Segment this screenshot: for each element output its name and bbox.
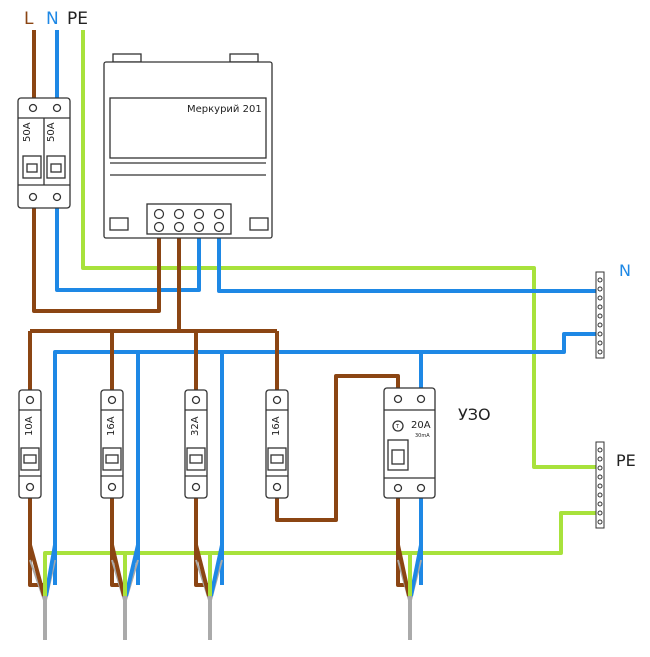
group-breaker-2 bbox=[100, 389, 124, 499]
n-bus-label: N bbox=[619, 261, 631, 280]
rcd-label: УЗО bbox=[458, 405, 491, 424]
n-wire-bus-to-loads bbox=[53, 332, 600, 585]
group-breaker-4-rating: 16A bbox=[271, 416, 282, 436]
main-breaker-rating-1: 50A bbox=[22, 122, 33, 142]
group-breaker-2-rating: 16A bbox=[106, 416, 117, 436]
meter-model: Меркурий 201 bbox=[187, 104, 262, 115]
rcd-rating: 20A bbox=[411, 420, 431, 431]
n-wire-meter-to-bus bbox=[217, 228, 600, 293]
pe-wire-supply bbox=[81, 30, 600, 469]
n-bus-bar bbox=[595, 271, 605, 359]
label-n: N bbox=[46, 9, 59, 29]
rcd-test-button bbox=[392, 420, 404, 432]
group-breaker-1 bbox=[18, 389, 42, 499]
meter-terminals bbox=[153, 208, 225, 233]
group-breaker-4 bbox=[265, 389, 289, 499]
group-breaker-3-rating: 32A bbox=[190, 416, 201, 436]
pe-bus-label: PE bbox=[616, 451, 636, 470]
cables bbox=[29, 559, 422, 640]
rcd-sensitivity: 30mA bbox=[415, 433, 430, 439]
main-breaker-rating-2: 50A bbox=[46, 122, 57, 142]
electric-meter bbox=[103, 53, 273, 239]
rcd-test-symbol: T bbox=[395, 424, 400, 430]
n-wire-to-meter bbox=[55, 205, 201, 292]
rcd-device bbox=[383, 387, 436, 499]
pe-bus-bar bbox=[595, 441, 605, 529]
group-breaker-3 bbox=[184, 389, 208, 499]
label-l: L bbox=[24, 9, 34, 29]
main-breaker bbox=[17, 97, 71, 209]
l-wire-to-rcd bbox=[275, 374, 400, 522]
l-wire-to-meter bbox=[32, 205, 161, 313]
group-breaker-1-rating: 10A bbox=[24, 416, 35, 436]
pe-wire-bus-out bbox=[43, 511, 600, 585]
cable-convergence bbox=[28, 544, 423, 597]
label-pe: PE bbox=[67, 9, 88, 29]
